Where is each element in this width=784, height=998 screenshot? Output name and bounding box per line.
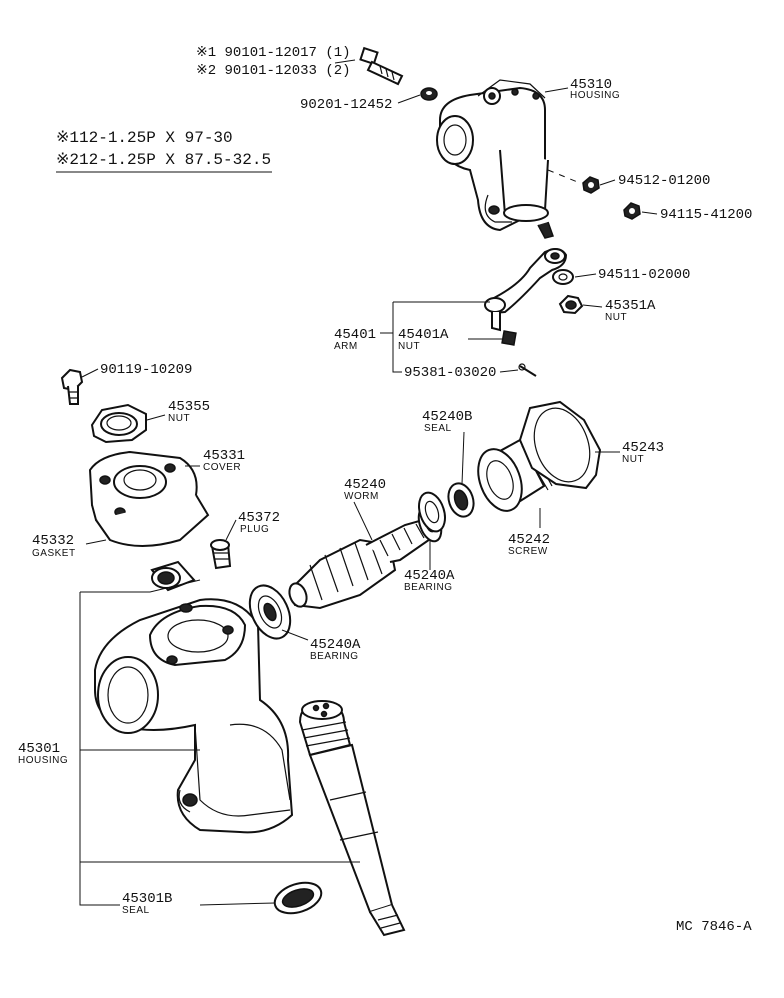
leader-lines xyxy=(79,59,658,906)
label-45332-sub: GASKET xyxy=(32,548,76,559)
label-45310: 45310 xyxy=(570,77,612,93)
nut-94115 xyxy=(623,202,641,220)
label-45355: 45355 xyxy=(168,399,210,415)
label-45351A: 45351A xyxy=(605,298,656,314)
housing-45301 xyxy=(94,598,294,834)
label-45372-sub: PLUG xyxy=(240,524,269,535)
bolt-90101 xyxy=(359,46,404,86)
bolt-90119 xyxy=(60,368,84,405)
label-45240A-upper-sub: BEARING xyxy=(404,582,453,593)
label-45301-sub: HOUSING xyxy=(18,755,68,766)
housing-45310 xyxy=(436,79,554,239)
pitman-arm-45401 xyxy=(484,248,568,332)
plug-45372 xyxy=(210,539,232,570)
label-45240: 45240 xyxy=(344,477,386,493)
label-45301B: 45301B xyxy=(122,891,172,907)
label-45351A-sub: NUT xyxy=(605,312,627,323)
label-45401A: 45401A xyxy=(398,327,449,343)
cotter-pin-95381 xyxy=(518,363,537,377)
bolt-note-2: ※2 90101-12033 (2) xyxy=(196,63,351,79)
label-45240B-sub: SEAL xyxy=(424,423,452,434)
label-45240A-lower-sub: BEARING xyxy=(310,651,359,662)
label-45401A-sub: NUT xyxy=(398,341,420,352)
label-94511: 94511-02000 xyxy=(598,267,690,283)
seal-45240B xyxy=(447,482,475,518)
spec-note-1: ※112-1.25P X 97-30 xyxy=(56,129,233,147)
bearing-45240A-upper xyxy=(418,491,446,533)
label-45242-sub: SCREW xyxy=(508,546,548,557)
label-45331: 45331 xyxy=(203,448,245,464)
label-45401-sub: ARM xyxy=(334,341,358,352)
worm-45240 xyxy=(288,505,443,610)
label-45240-sub: WORM xyxy=(344,491,379,502)
label-45401: 45401 xyxy=(334,327,376,343)
label-45240A-lower: 45240A xyxy=(310,637,361,653)
label-45301: 45301 xyxy=(18,741,60,757)
bolt-note-1: ※1 90101-12017 (1) xyxy=(196,45,351,61)
washer-90201 xyxy=(420,87,438,101)
label-45355-sub: NUT xyxy=(168,413,190,424)
nut-45355 xyxy=(90,403,147,444)
gasket-45332 xyxy=(95,494,210,547)
label-94115: 94115-41200 xyxy=(660,207,752,223)
seal-45301B xyxy=(273,881,323,915)
label-45310-sub: HOUSING xyxy=(570,90,620,101)
nut-45243 xyxy=(518,400,602,490)
label-45301B-sub: SEAL xyxy=(122,905,150,916)
nut-45351A xyxy=(558,294,584,315)
sector-shaft xyxy=(298,700,406,937)
needle-bearing xyxy=(150,560,196,592)
dash-line xyxy=(547,169,581,184)
label-45243: 45243 xyxy=(622,440,664,456)
diagram-code: MC 7846-A xyxy=(676,919,752,935)
label-94512: 94512-01200 xyxy=(618,173,710,189)
nut-94512 xyxy=(582,176,600,194)
label-90119: 90119-10209 xyxy=(100,362,192,378)
washer-94511 xyxy=(552,269,574,285)
nut-45401A xyxy=(501,330,517,346)
label-90201: 90201-12452 xyxy=(300,97,392,113)
label-45332: 45332 xyxy=(32,533,74,549)
label-45242: 45242 xyxy=(508,532,550,548)
label-45240A-upper: 45240A xyxy=(404,568,455,584)
spec-note-2: ※212-1.25P X 87.5-32.5 xyxy=(56,151,271,169)
label-45240B: 45240B xyxy=(422,409,472,425)
label-45331-sub: COVER xyxy=(203,462,241,473)
label-45243-sub: NUT xyxy=(622,454,644,465)
bearing-45240A-lower xyxy=(248,584,292,640)
label-95381: 95381-03020 xyxy=(404,365,496,381)
label-45372: 45372 xyxy=(238,510,280,526)
